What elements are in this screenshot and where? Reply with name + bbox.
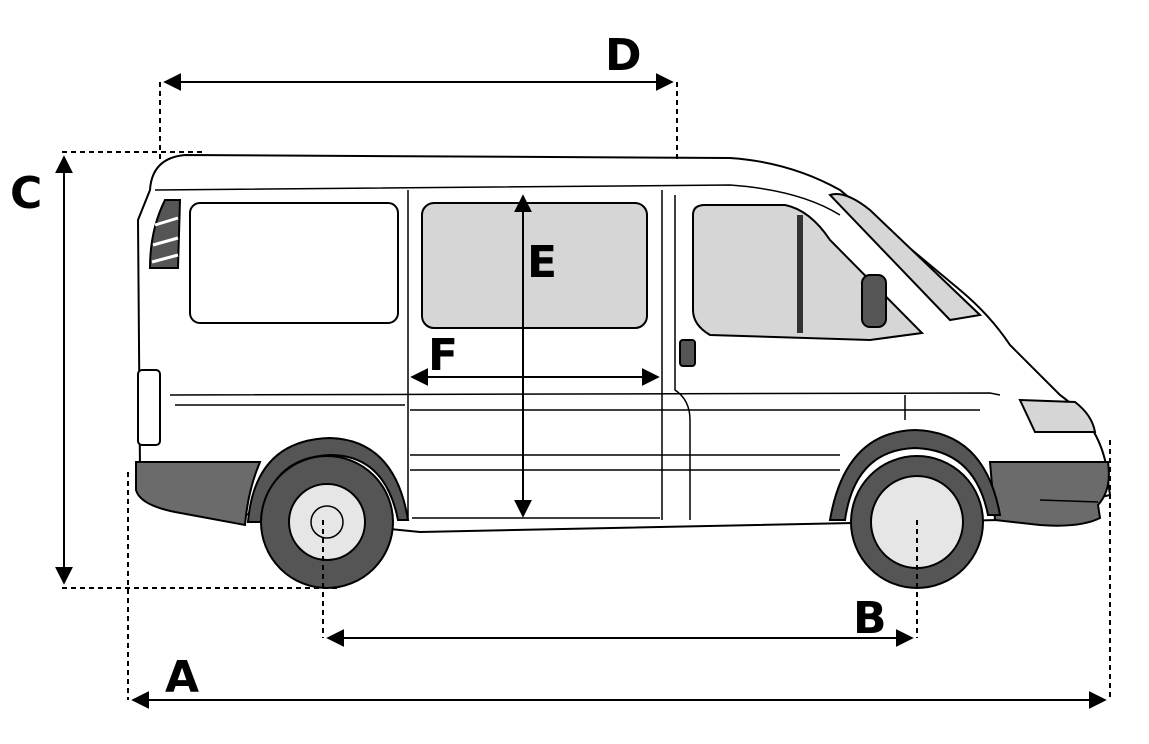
tail-light — [137, 369, 161, 446]
label-f: F — [428, 330, 458, 381]
rear-wheel — [260, 455, 394, 589]
side-mirror — [861, 274, 887, 328]
sliding-door-window — [421, 202, 648, 329]
dimension-d — [159, 73, 678, 160]
dimension-c — [55, 151, 340, 589]
label-b: B — [853, 593, 887, 644]
rear-bumper — [135, 461, 262, 527]
van-side-view-icon — [135, 153, 1112, 589]
label-a: A — [165, 652, 199, 703]
dimension-a — [127, 440, 1111, 709]
label-e: E — [527, 237, 557, 288]
front-bumper — [988, 461, 1110, 527]
label-c: C — [10, 168, 42, 219]
label-d: D — [605, 30, 642, 81]
dimension-b — [322, 520, 918, 647]
windshield — [828, 193, 983, 322]
door-handle — [679, 339, 696, 367]
rear-vent — [148, 199, 182, 269]
headlight — [1018, 398, 1097, 433]
front-wheel-arch — [828, 428, 1002, 521]
rear-side-window — [189, 202, 399, 324]
